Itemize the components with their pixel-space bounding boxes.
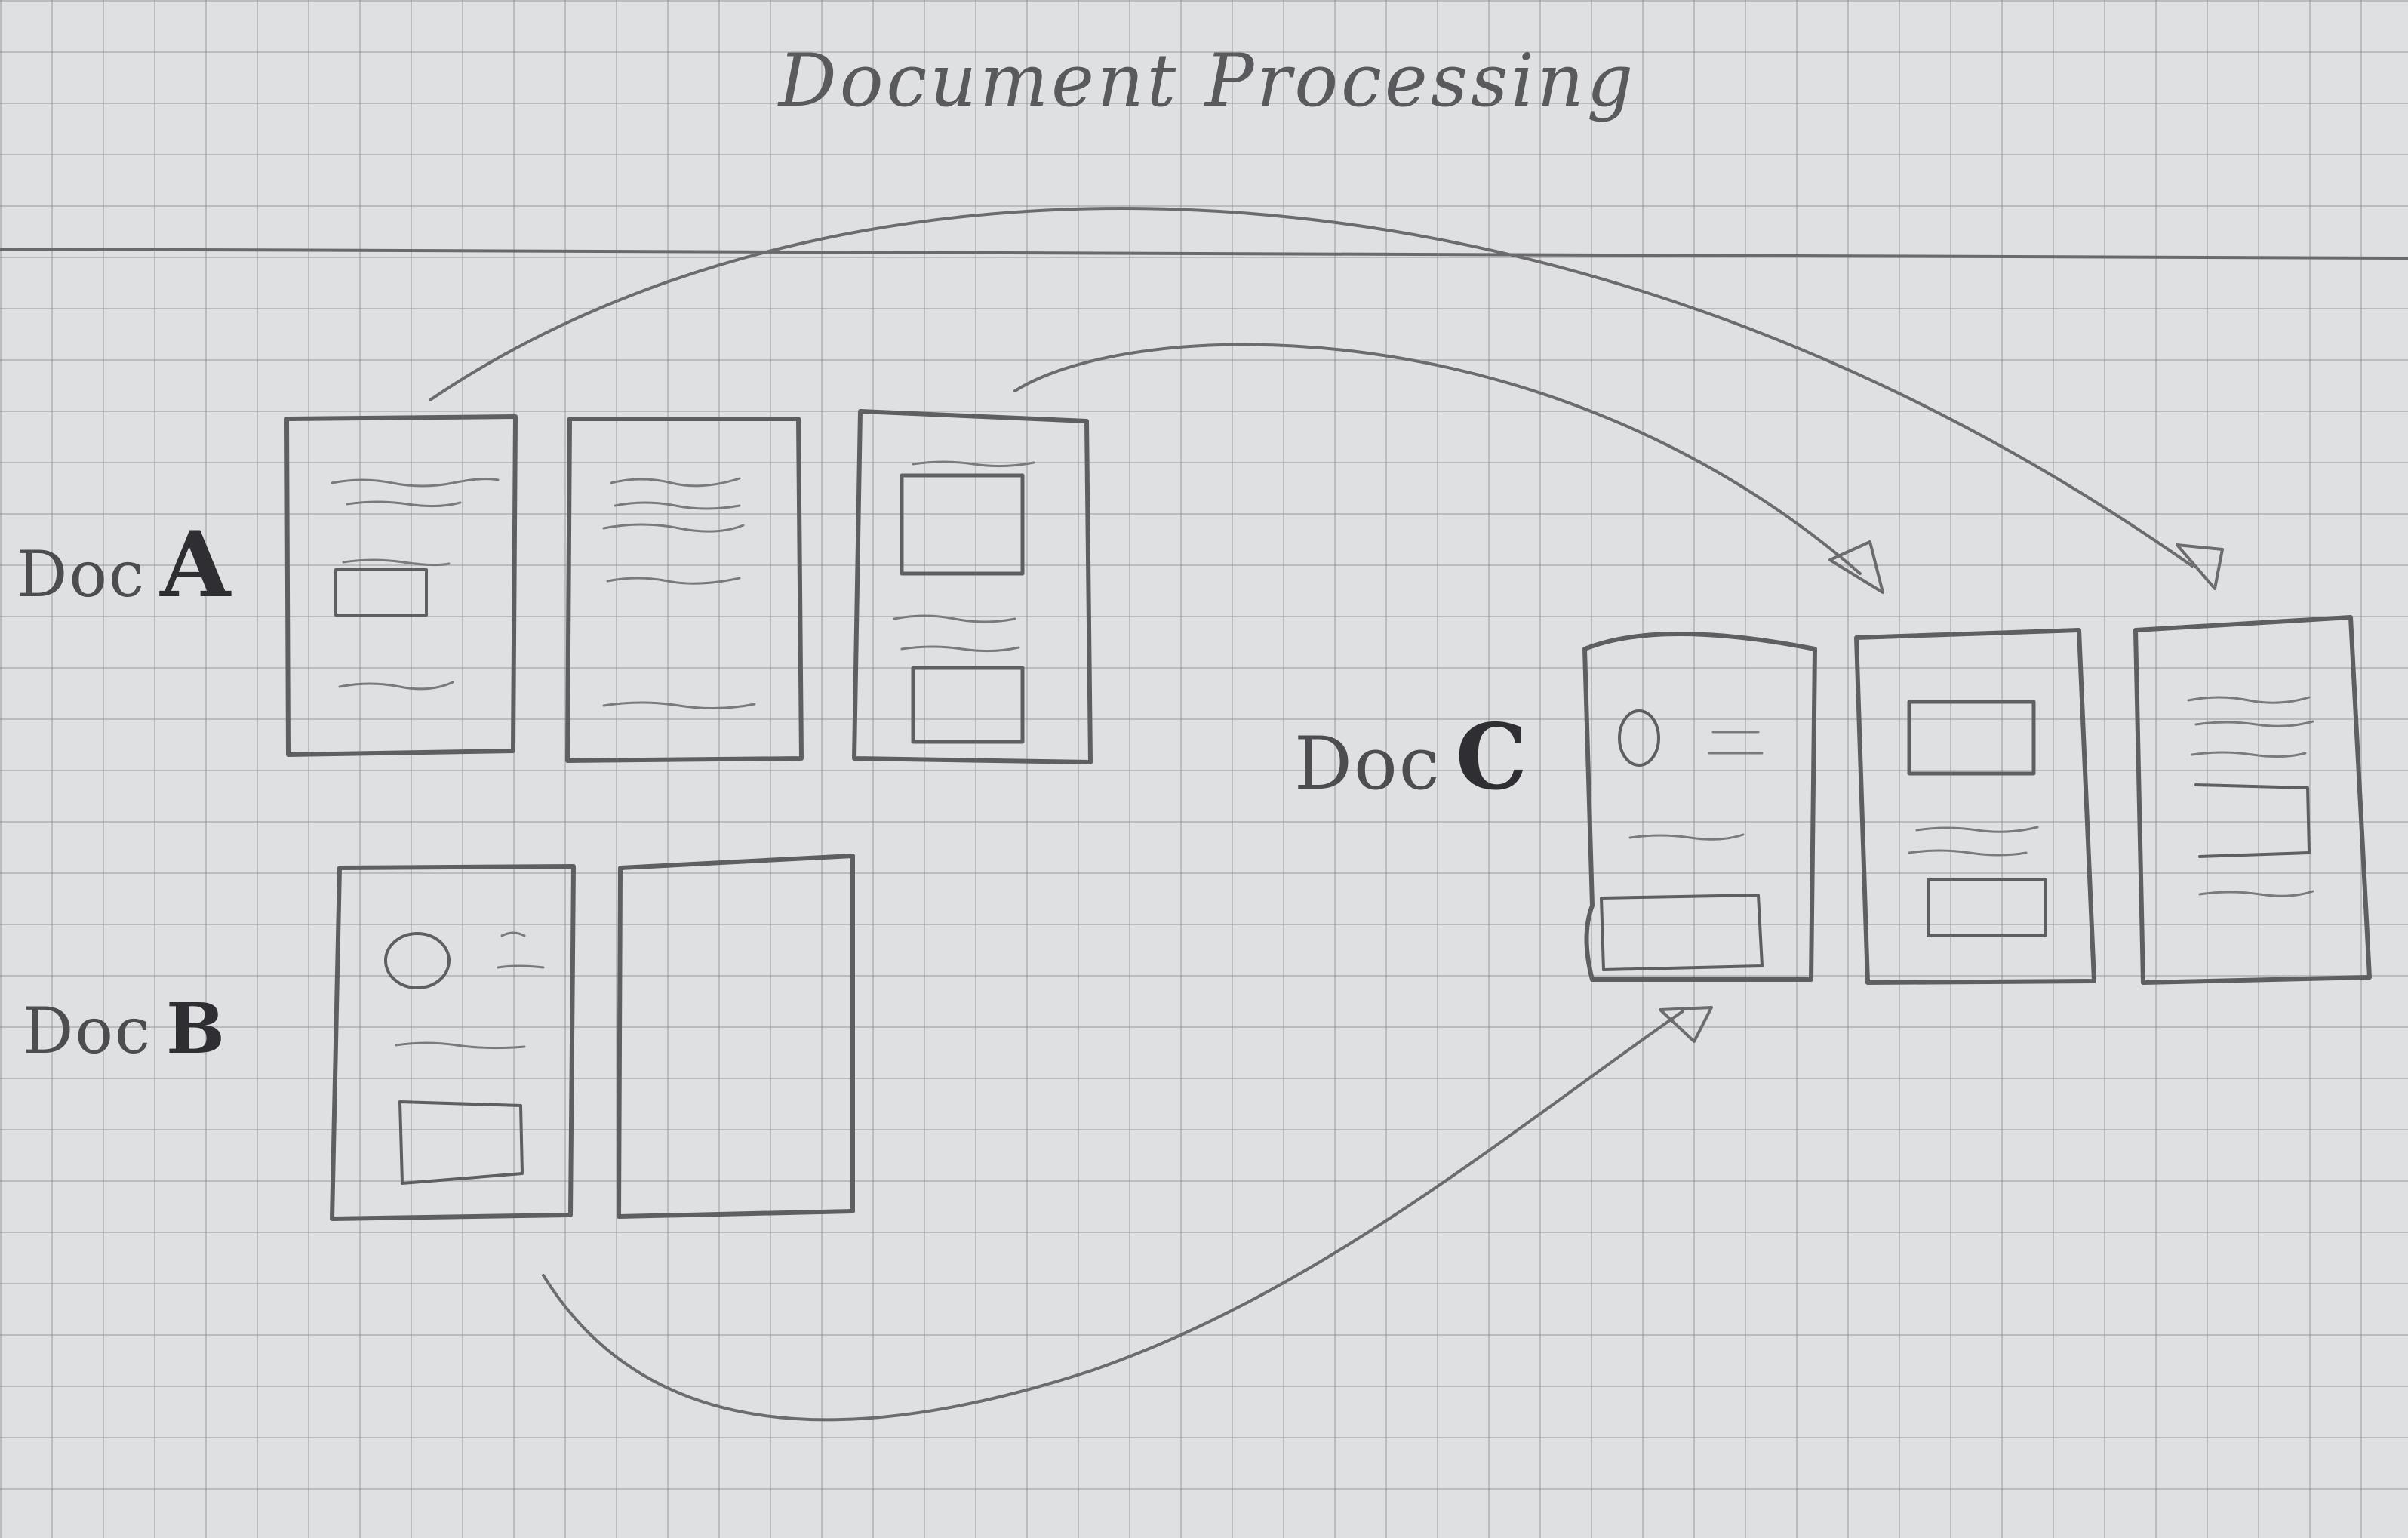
doc-a-page-1 [284,414,518,757]
page-title: Document Processing [777,38,1637,123]
doc-a-page-3 [852,409,1093,764]
arrow-doc-a-page-3-to-doc-c-page-2 [1013,343,1884,594]
doc-c-letter: C [1456,704,1528,811]
doc-c-page-3 [2133,615,2372,985]
arrow-doc-b-to-doc-c-page-1 [542,1006,1713,1422]
doc-c-prefix: Doc [1294,721,1441,806]
doc-b-prefix: Doc [23,994,152,1068]
doc-b-page-1 [330,864,576,1221]
doc-c-page-2 [1854,628,2096,985]
doc-a-prefix: Doc [17,537,146,611]
doc-c-label: Doc C [1294,704,1527,811]
doc-a-letter: A [159,512,232,618]
arrow-doc-a-page-1-to-doc-c-page-3 [429,207,2224,590]
doc-a-page-2 [565,417,804,763]
doc-b-page-2 [617,854,855,1219]
doc-a-label: Doc A [17,512,232,618]
doc-b-label: Doc B [23,988,225,1069]
doc-c-page-1 [1582,632,1817,982]
title-rule [0,248,2408,260]
doc-b-letter: B [166,988,225,1069]
